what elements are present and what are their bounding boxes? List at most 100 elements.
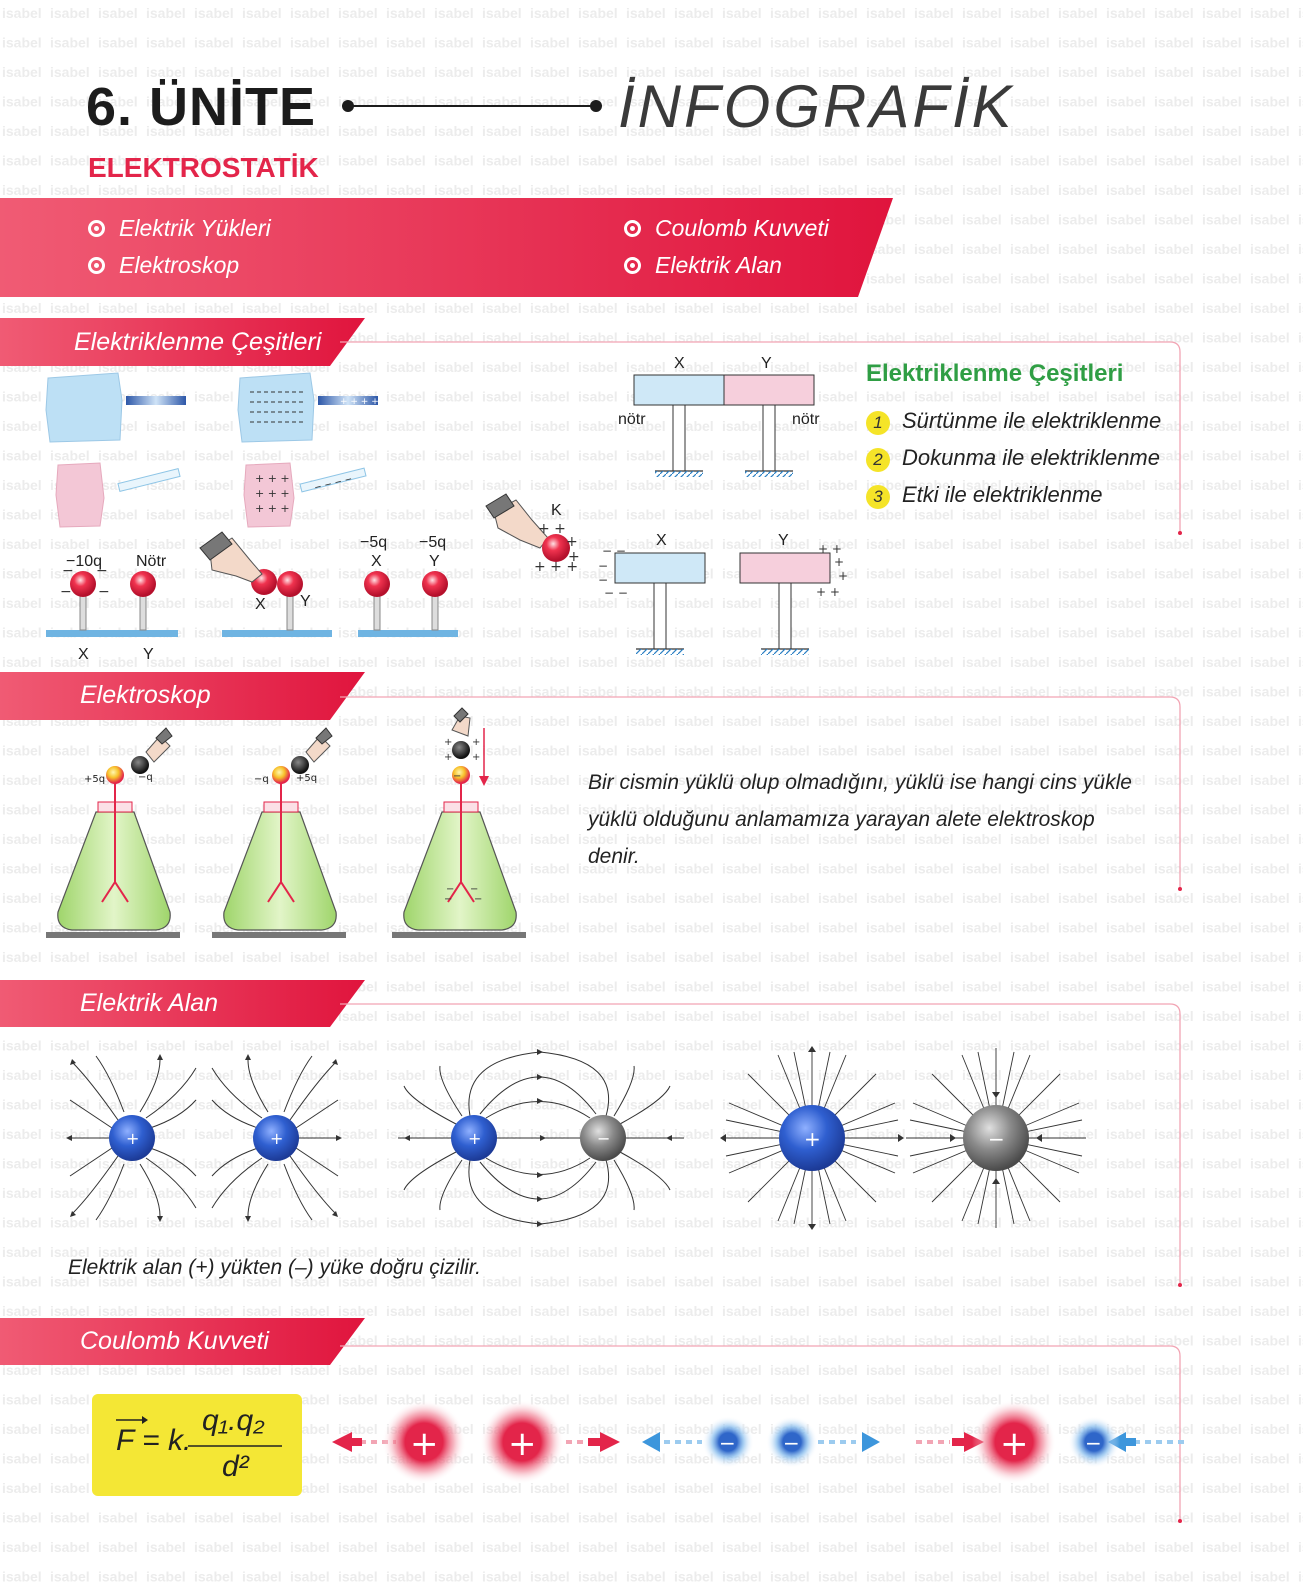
svg-text:−: − — [444, 894, 452, 905]
svg-text:+: + — [444, 752, 452, 763]
svg-text:+: + — [804, 1127, 821, 1151]
section-label-electroscope: Elektroskop — [80, 681, 211, 709]
coulomb-formula: F = k. q₁.q₂ d² — [92, 1394, 302, 1496]
charge-label: −q — [254, 774, 269, 785]
svg-text:+: + — [472, 752, 480, 763]
charge-label: +5q — [296, 773, 318, 784]
neutral-label: nötr — [618, 411, 646, 428]
svg-text:+: + — [1000, 1424, 1029, 1464]
formula-numerator: q₁.q₂ — [202, 1404, 265, 1437]
svg-text:+: + — [410, 1424, 439, 1464]
svg-text:+: + — [566, 534, 578, 550]
charge-label: +5q — [84, 774, 106, 785]
svg-text:− −: − − — [604, 586, 628, 600]
formula-denominator: d² — [222, 1450, 249, 1483]
x-label: X — [656, 532, 667, 549]
svg-text:+ + + +: + + + + — [340, 397, 379, 407]
svg-text:−: − — [62, 563, 74, 579]
charge-label: −5q — [360, 534, 388, 551]
topic-item: Elektrik Yükleri — [88, 215, 271, 242]
svg-text:−: − — [98, 584, 110, 600]
svg-text:+ + +: + + + — [255, 502, 290, 515]
svg-text:−: − — [470, 884, 478, 895]
svg-text:+: + — [270, 1129, 283, 1148]
bullet-icon — [624, 257, 641, 274]
charge-label: −q — [138, 772, 153, 783]
x-label: X — [255, 596, 266, 613]
svg-text:+ + +: + + + — [534, 559, 578, 575]
svg-text:−: − — [96, 563, 108, 579]
svg-text:+: + — [568, 549, 580, 565]
electroscope-1 — [46, 727, 180, 938]
header-connector — [342, 100, 602, 112]
svg-text:+ + +: + + + — [255, 487, 290, 500]
bullet-icon — [88, 257, 105, 274]
svg-text:+ +: + + — [538, 521, 566, 537]
svg-text:+: + — [468, 1129, 481, 1148]
section-label-coulomb: Coulomb Kuvveti — [80, 1327, 269, 1355]
svg-text:−: − — [60, 584, 72, 600]
svg-text:+: + — [444, 737, 452, 748]
bullet-icon — [624, 220, 641, 237]
svg-text:− −: − − — [602, 544, 626, 558]
bullet-icon — [88, 220, 105, 237]
svg-text:+ +: + + — [818, 542, 842, 556]
unit-title: 6. ÜNİTE — [86, 77, 317, 137]
svg-text:−: − — [988, 1127, 1005, 1151]
y-label: Y — [429, 553, 440, 570]
svg-text:+: + — [472, 737, 480, 748]
subject-title: ELEKTROSTATİK — [88, 152, 319, 183]
charge-label: −10q — [66, 553, 103, 570]
svg-text:−: − — [474, 894, 482, 905]
topic-item: Elektroskop — [88, 252, 239, 279]
y-label: Y — [761, 355, 772, 372]
neutral-label: nötr — [792, 411, 820, 428]
number-badge: 3 — [866, 485, 890, 509]
svg-text:−: − — [783, 1431, 800, 1455]
svg-text:−: − — [597, 1129, 610, 1148]
svg-text:−: − — [598, 559, 608, 573]
svg-text:−: − — [446, 884, 454, 895]
electroscope-2 — [212, 727, 346, 938]
y-label: Y — [143, 646, 154, 663]
neutral-label: Nötr — [136, 553, 167, 570]
electroscope-3: ++ ++ − −− −− — [392, 707, 526, 938]
electrification-types-title: Elektriklenme Çeşitleri — [866, 360, 1124, 387]
topic-item: Elektrik Alan — [624, 252, 782, 279]
x-label: X — [371, 553, 382, 570]
field-direction-note: Elektrik alan (+) yükten (–) yüke doğru … — [68, 1256, 481, 1279]
svg-text:−: − — [598, 573, 608, 587]
charge-label: −5q — [419, 534, 447, 551]
svg-text:−: − — [719, 1431, 736, 1455]
topic-item: Coulomb Kuvveti — [624, 215, 829, 242]
electroscope-description: Bir cismin yüklü olup olmadığını, yüklü … — [588, 771, 1132, 868]
svg-text:−: − — [1085, 1431, 1102, 1455]
infographic-title: İNFOGRAFİK — [618, 73, 1015, 140]
svg-text:+: + — [508, 1424, 537, 1464]
section-label-field: Elektrik Alan — [80, 989, 219, 1017]
svg-text:+: + — [834, 555, 844, 569]
k-label: K — [551, 502, 562, 519]
svg-text:+ +: + + — [816, 585, 840, 599]
formula-lhs: F = k. — [116, 1424, 192, 1457]
svg-text:+ + +: + + + — [255, 472, 290, 485]
svg-text:+: + — [838, 569, 848, 583]
section-label-electrification: Elektriklenme Çeşitleri — [74, 328, 322, 356]
svg-text:+: + — [126, 1129, 139, 1148]
x-label: X — [674, 355, 685, 372]
number-badge: 1 — [866, 411, 890, 435]
y-label: Y — [778, 532, 789, 549]
y-label: Y — [300, 593, 311, 610]
number-badge: 2 — [866, 448, 890, 472]
svg-text:−: − — [453, 771, 461, 782]
x-label: X — [78, 646, 89, 663]
topic-banner — [0, 198, 893, 297]
